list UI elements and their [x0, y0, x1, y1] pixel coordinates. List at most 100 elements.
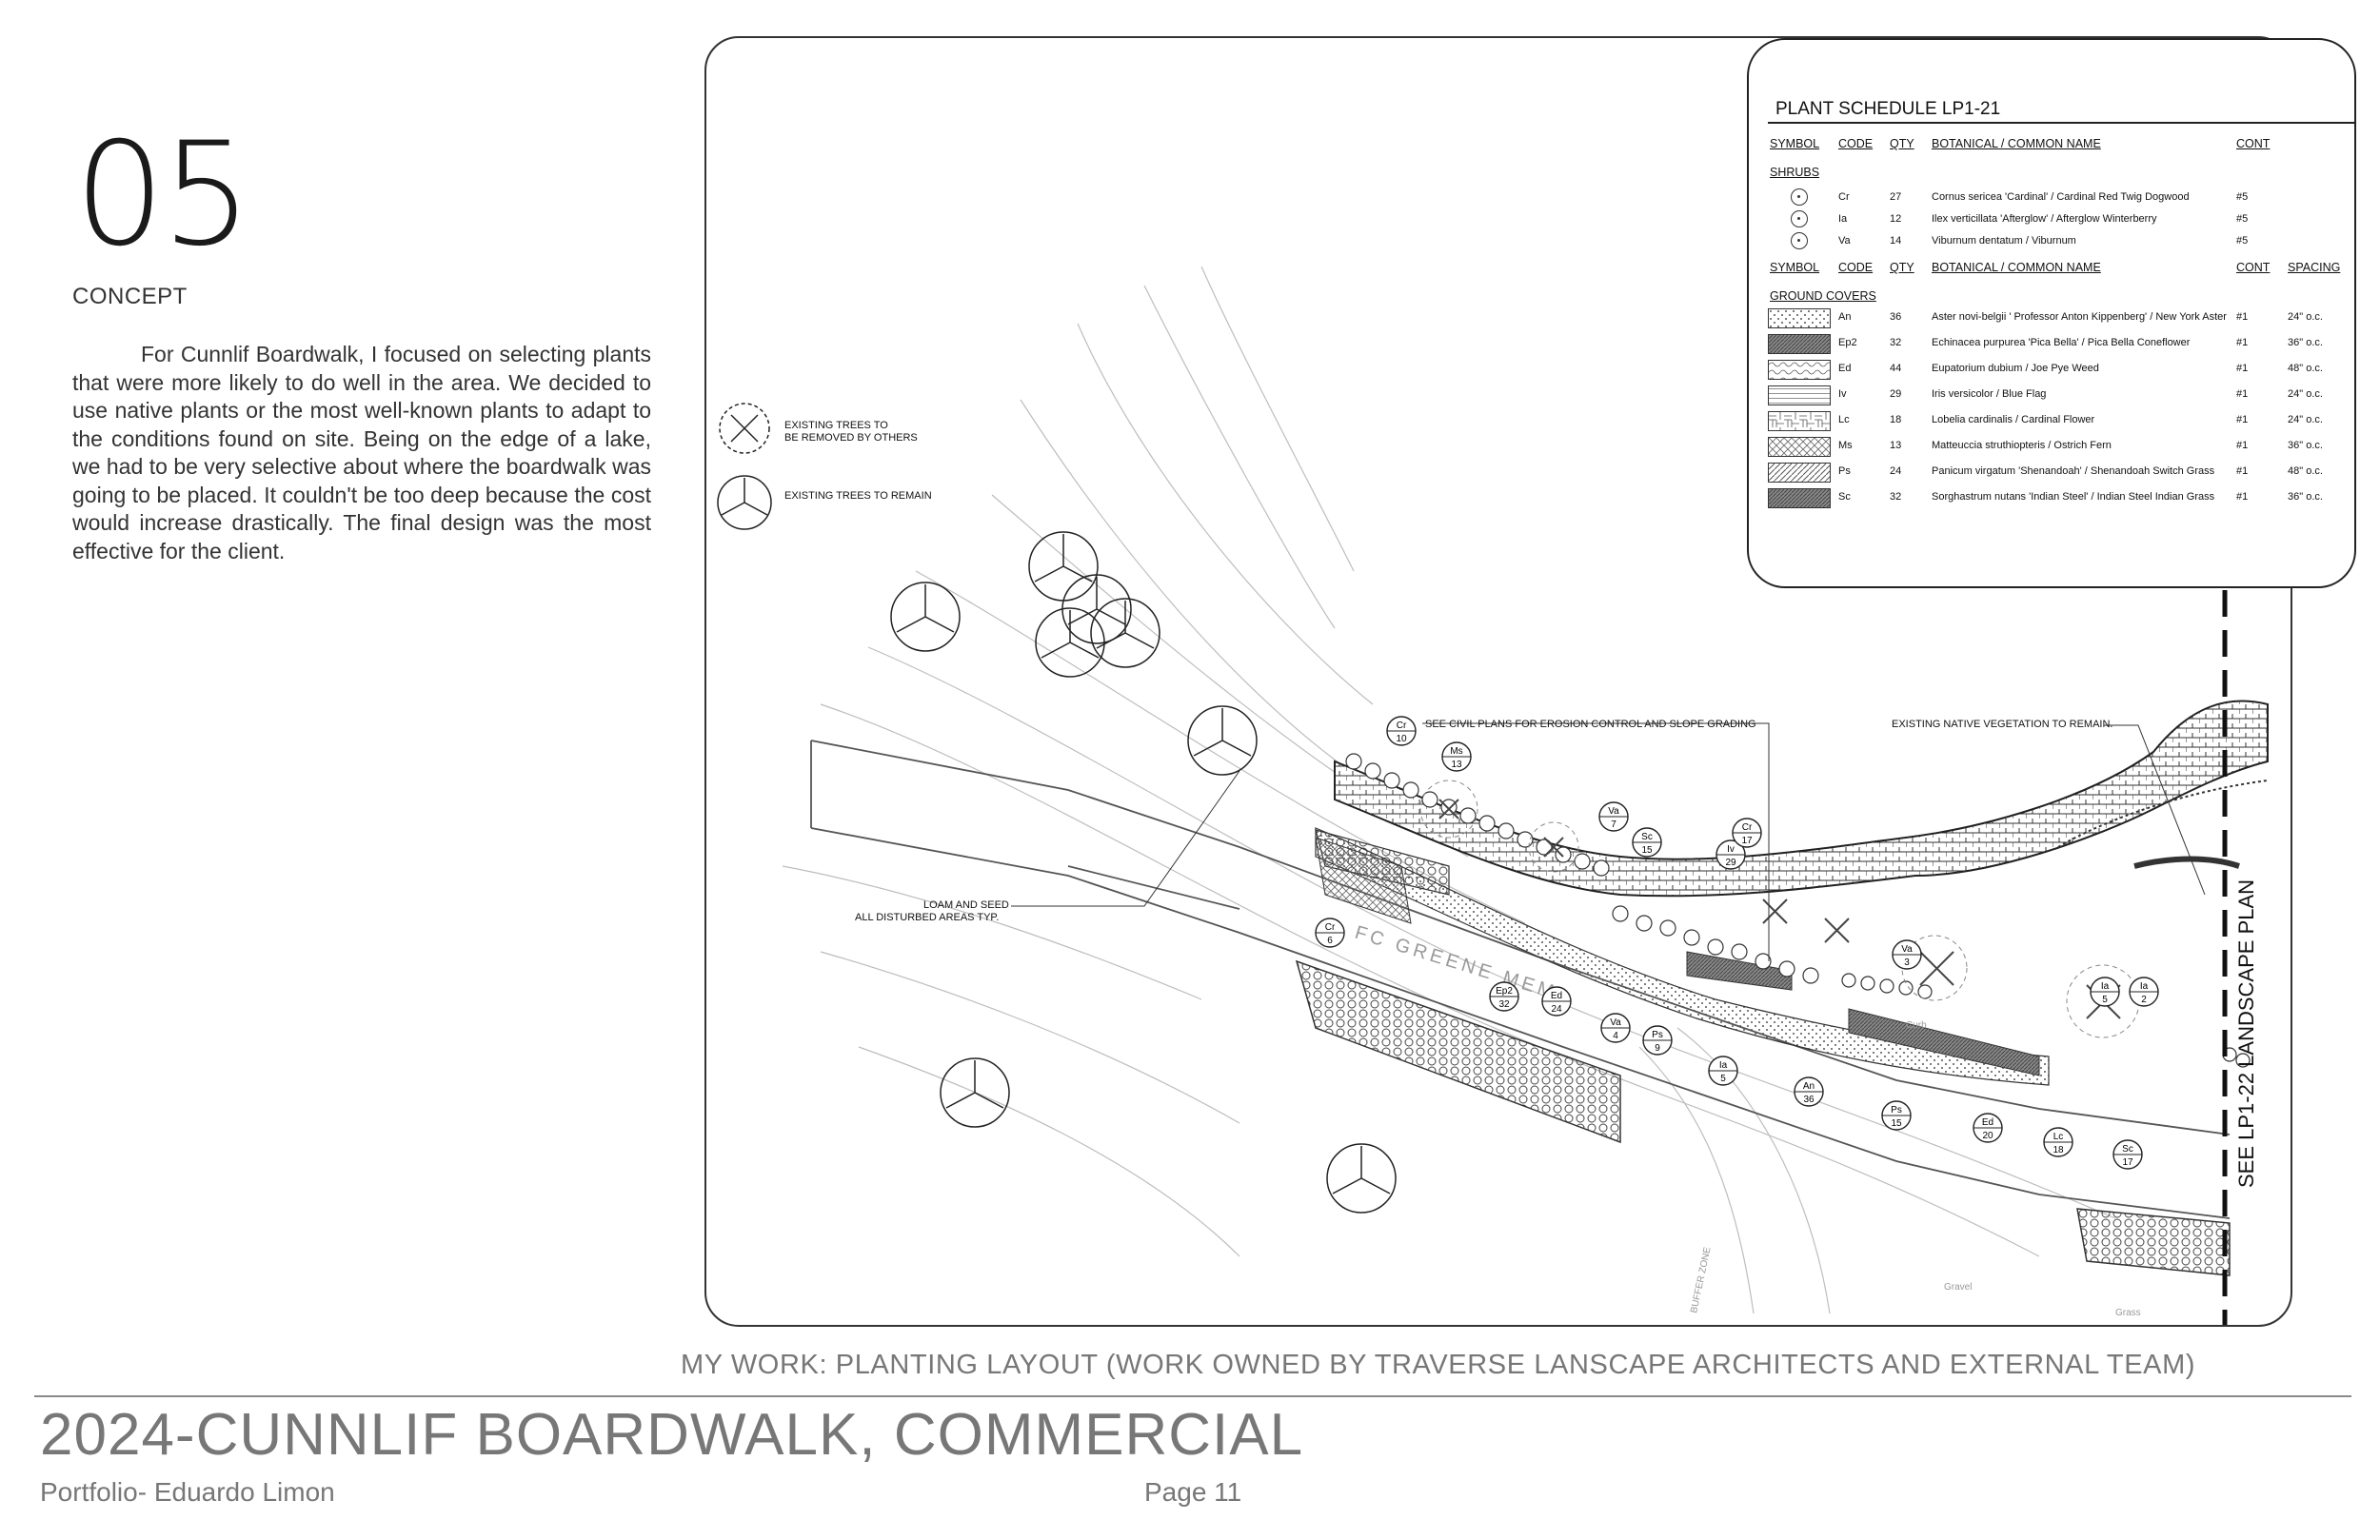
ground-cover-name: Lobelia cardinalis / Cardinal Flower — [1932, 414, 2095, 425]
ground-cover-code: Ed — [1838, 363, 1852, 374]
ground-cover-swatch — [1768, 411, 1831, 431]
header-cont: CONT — [2236, 137, 2271, 150]
ground-cover-swatch — [1768, 437, 1831, 457]
ground-cover-cont: #1 — [2236, 388, 2249, 400]
ground-cover-spacing: 36" o.c. — [2288, 440, 2323, 451]
callout-loam-line1: LOAM AND SEED — [923, 899, 1009, 911]
ground-cover-code: Ps — [1838, 465, 1851, 477]
ground-cover-code: Ms — [1838, 440, 1853, 451]
plant-tag-qty: 7 — [1611, 819, 1616, 830]
plant-tag: Ed 20 — [1973, 1113, 2003, 1143]
shrub-cont: #5 — [2236, 213, 2249, 225]
callout-loam-line2: ALL DISTURBED AREAS TYP. — [855, 912, 999, 923]
plant-tag-code: Ep2 — [1496, 986, 1513, 997]
ground-cover-cont: #1 — [2236, 311, 2249, 323]
ground-cover-swatch — [1768, 463, 1831, 483]
plant-tag-qty: 32 — [1498, 999, 1510, 1010]
ground-cover-code: Iv — [1838, 388, 1847, 400]
shrub-symbol-icon — [1791, 188, 1808, 206]
plant-tag-code: Ms — [1450, 746, 1462, 757]
section-number: 05 — [74, 112, 252, 278]
plant-tag-code: Va — [1610, 1017, 1621, 1028]
group-shrubs: SHRUBS — [1770, 166, 1820, 179]
topographic-contours — [782, 266, 2116, 1314]
plant-tag: Ps9 — [1642, 1025, 1673, 1056]
plant-tag-code: Va — [1901, 944, 1913, 955]
header-qty-2: QTY — [1890, 261, 1914, 274]
shrub-symbol-icon — [1791, 210, 1808, 227]
plant-tag-qty: 17 — [2122, 1157, 2133, 1168]
plant-tag: Cr6 — [1315, 918, 1345, 948]
plant-tag: Va 4 — [1600, 1013, 1631, 1043]
plant-tag: Ed 24 — [1541, 986, 1572, 1017]
shrub-qty: 12 — [1890, 213, 1902, 225]
header-code: CODE — [1838, 137, 1874, 150]
shrub-cont: #5 — [2236, 235, 2249, 247]
ground-cover-spacing: 36" o.c. — [2288, 491, 2323, 503]
ground-cover-qty: 44 — [1890, 363, 1902, 374]
plant-tag: Va3 — [1892, 939, 1922, 970]
paving-strip — [2076, 1208, 2231, 1276]
plant-tag-qty: 2 — [2141, 995, 2147, 1005]
header-qty: QTY — [1890, 137, 1914, 150]
ground-cover-spacing: 24" o.c. — [2288, 311, 2323, 323]
site-text-buffer: BUFFER ZONE — [1689, 1246, 1713, 1314]
ground-cover-name: Aster novi-belgii ' Professor Anton Kipp… — [1932, 311, 2227, 323]
portfolio-author: Portfolio- Eduardo Limon — [40, 1477, 335, 1507]
group-ground-covers: GROUND COVERS — [1770, 289, 1876, 303]
plant-tag-code: Ed — [1982, 1117, 1993, 1128]
plant-tag-code: Cr — [1742, 822, 1753, 833]
plant-tag-qty: 24 — [1551, 1004, 1562, 1015]
plant-tag-code: Iv — [1727, 844, 1735, 855]
header-botanical: BOTANICAL / COMMON NAME — [1932, 137, 2101, 150]
plant-tag: Ia5 — [1708, 1056, 1738, 1086]
plant-tag: Ia5 — [2090, 977, 2120, 1007]
legend-remove-line1: EXISTING TREES TO — [784, 420, 888, 431]
plant-tag-code: Ia — [2140, 981, 2149, 992]
ground-cover-swatch — [1768, 360, 1831, 380]
planting-bed — [1848, 1008, 2040, 1076]
ground-cover-name: Echinacea purpurea 'Pica Bella' / Pica B… — [1932, 337, 2191, 348]
legend-remain: EXISTING TREES TO REMAIN — [784, 490, 932, 502]
plant-tag-code: Ps — [1891, 1105, 1902, 1116]
plant-tag: Ia 2 — [2129, 977, 2159, 1007]
shrub-symbol-icon — [1791, 232, 1808, 249]
header-symbol-2: SYMBOL — [1770, 261, 1820, 274]
ground-cover-spacing: 36" o.c. — [2288, 337, 2323, 348]
header-botanical-2: BOTANICAL / COMMON NAME — [1932, 261, 2101, 274]
plant-tag-code: Va — [1608, 806, 1619, 817]
ground-cover-cont: #1 — [2236, 337, 2249, 348]
ground-cover-spacing: 24" o.c. — [2288, 414, 2323, 425]
ground-cover-name: Panicum virgatum 'Shenandoah' / Shenando… — [1932, 465, 2215, 477]
section-label: CONCEPT — [72, 284, 188, 309]
ground-cover-name: Matteuccia struthiopteris / Ostrich Fern — [1932, 440, 2112, 451]
footer-divider — [34, 1395, 2351, 1397]
ground-cover-code: Lc — [1838, 414, 1850, 425]
plant-tag-code: Ia — [1719, 1060, 1728, 1071]
page-number: Page 11 — [1144, 1477, 1242, 1507]
paving-strip — [1295, 959, 1621, 1144]
site-text-gravel: Gravel — [1944, 1282, 1972, 1293]
shrub-symbols — [1345, 753, 2251, 1068]
plant-tag-qty: 17 — [1741, 836, 1753, 846]
plant-tag-qty: 4 — [1613, 1031, 1618, 1041]
ground-cover-code: Sc — [1838, 491, 1851, 503]
ground-cover-name: Eupatorium dubium / Joe Pye Weed — [1932, 363, 2099, 374]
plant-tag-code: Ed — [1551, 991, 1562, 1001]
ground-cover-cont: #1 — [2236, 440, 2249, 451]
concept-paragraph: For Cunnlif Boardwalk, I focused on sele… — [72, 342, 651, 563]
tree-legend: EXISTING TREES TO BE REMOVED BY OTHERS E… — [717, 403, 932, 530]
ground-cover-swatch — [1768, 308, 1831, 328]
plant-tag-qty: 20 — [1982, 1131, 1993, 1141]
plant-tag: Cr 17 — [1732, 818, 1762, 848]
plant-tag-qty: 36 — [1803, 1095, 1815, 1105]
plant-tag-code: An — [1803, 1081, 1815, 1092]
ground-cover-name: Iris versicolor / Blue Flag — [1932, 388, 2047, 400]
ground-cover-name: Sorghastrum nutans 'Indian Steel' / Indi… — [1932, 491, 2215, 503]
plant-tag-code: Cr — [1325, 922, 1336, 933]
